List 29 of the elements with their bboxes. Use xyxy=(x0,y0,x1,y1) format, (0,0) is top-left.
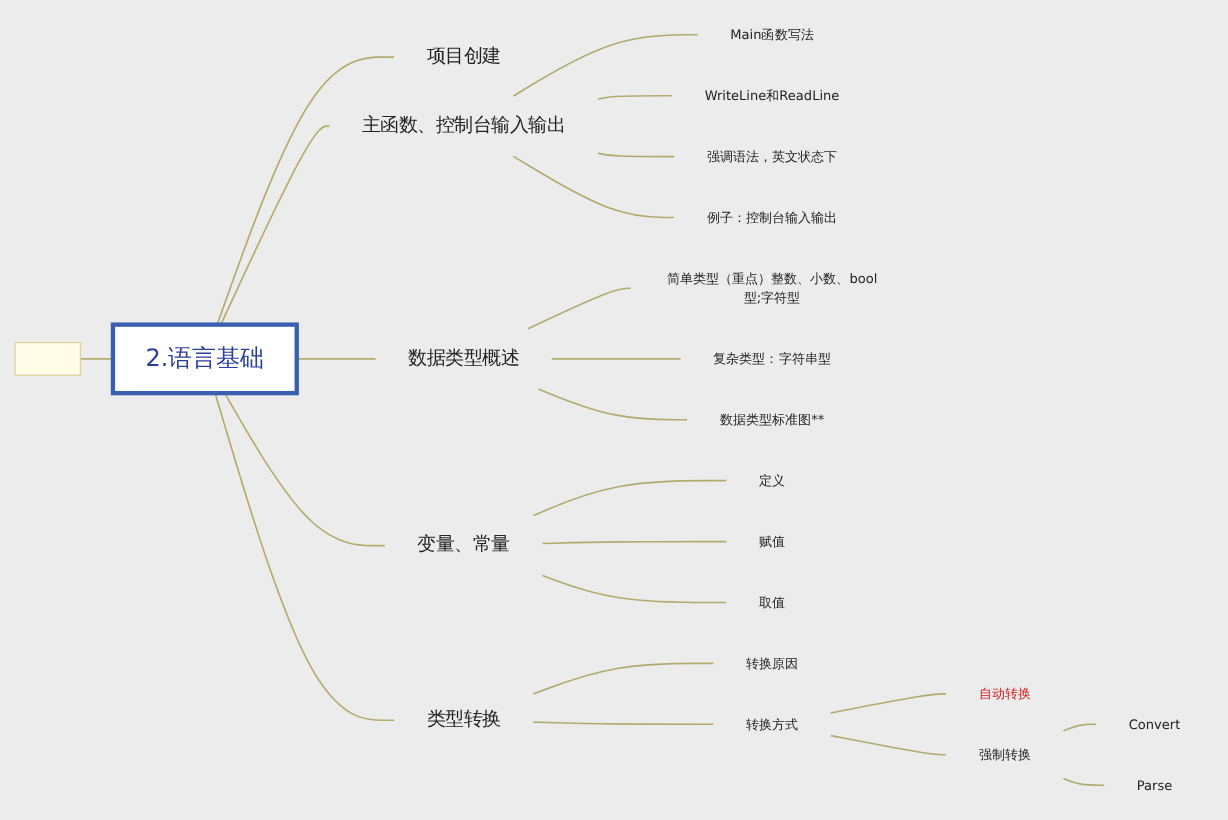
connector xyxy=(1062,723,1097,732)
node-text: 变量、常量 xyxy=(417,533,510,556)
connector xyxy=(597,152,675,158)
connector xyxy=(541,540,728,545)
connector xyxy=(532,479,728,517)
connector xyxy=(223,392,386,547)
node-text: 数据类型概述 xyxy=(408,347,520,369)
connector xyxy=(295,358,377,360)
connector xyxy=(597,94,673,100)
connector xyxy=(512,155,675,219)
connector xyxy=(214,392,395,722)
connector xyxy=(550,358,682,360)
connector xyxy=(79,358,114,360)
node-text: 主函数、控制台输入输出 xyxy=(361,114,566,137)
node-text: 项目创建 xyxy=(426,45,501,68)
connector xyxy=(1062,777,1105,786)
connector xyxy=(512,34,699,97)
connector xyxy=(532,721,715,726)
connector xyxy=(829,734,947,756)
node-box: 2.语言基础 xyxy=(110,322,299,396)
connector xyxy=(541,574,728,604)
node-text: 类型转换 xyxy=(426,708,501,731)
connector xyxy=(216,56,395,326)
connector xyxy=(537,388,688,421)
connector xyxy=(527,287,632,330)
connector xyxy=(532,662,715,695)
connector xyxy=(829,693,947,714)
node-box xyxy=(14,342,81,376)
connector xyxy=(219,125,331,326)
